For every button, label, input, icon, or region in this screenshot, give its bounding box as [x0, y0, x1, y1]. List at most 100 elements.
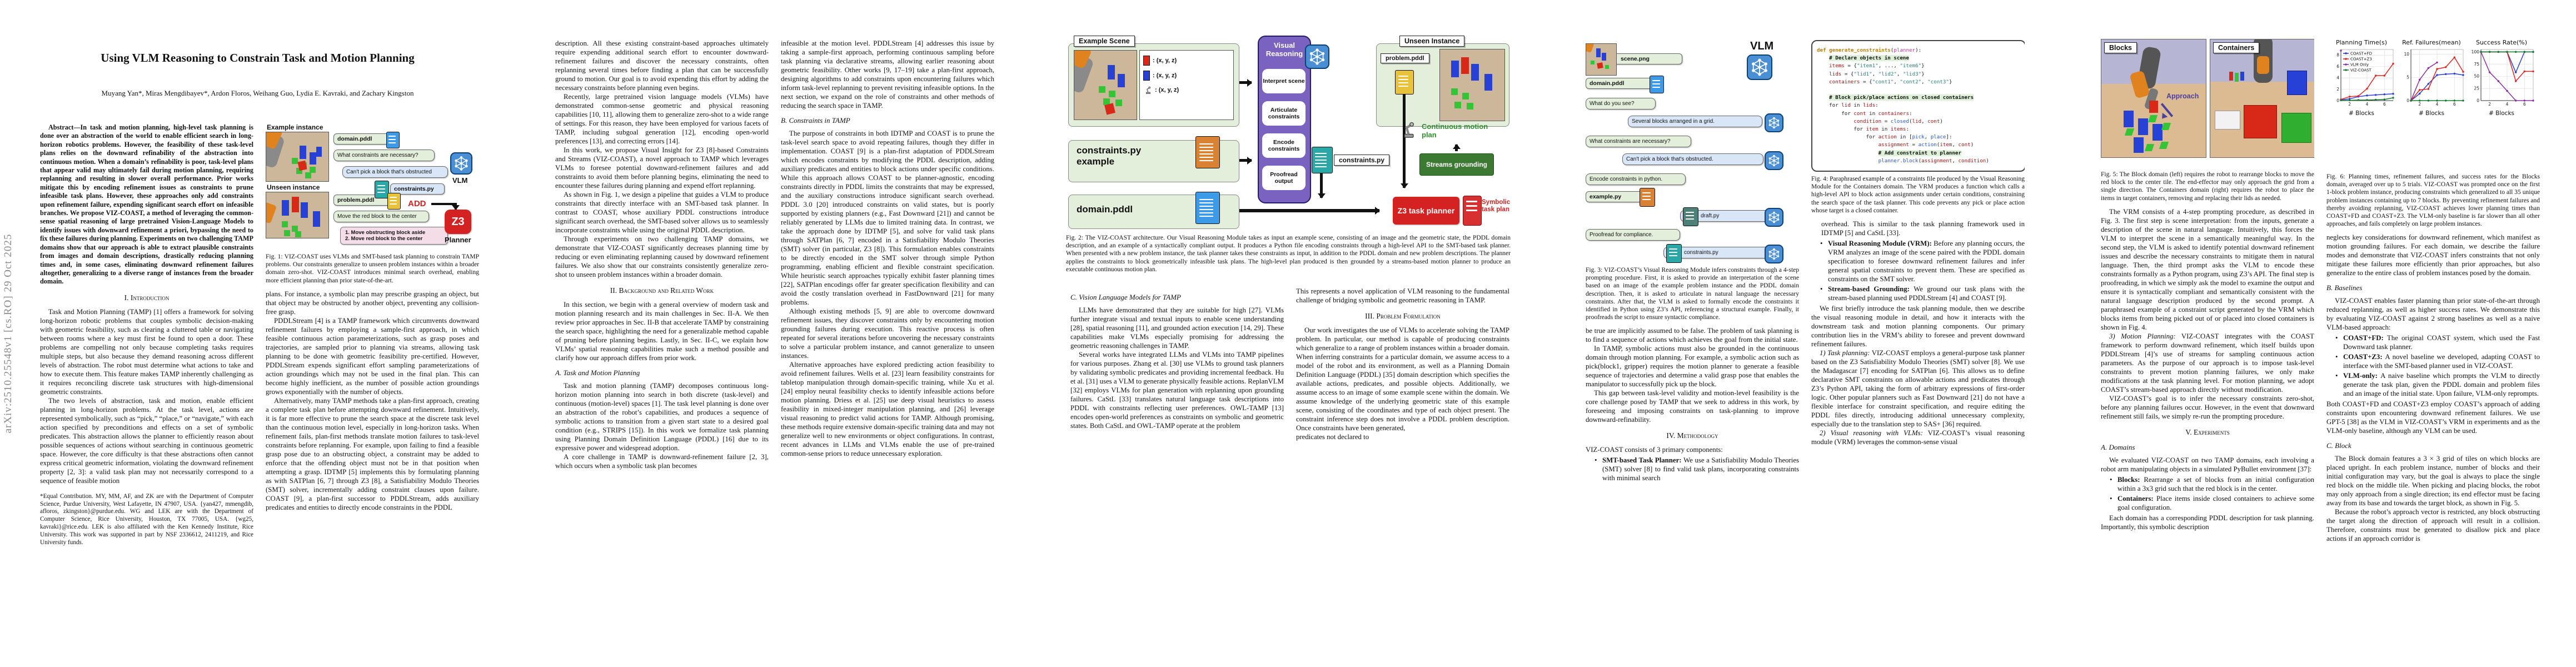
figure-3-prompting: VLM scene.png domain.pddl What do you se…	[1586, 39, 1799, 263]
svg-text:4: 4	[2506, 102, 2509, 107]
svg-text:6: 6	[2523, 102, 2526, 107]
bullet-item: COAST+Z3: A novel baseline we developed,…	[2335, 352, 2540, 370]
paragraph: LLMs have demonstrated that they are sui…	[1070, 306, 1284, 350]
prompt-bubble-1: What do you see?	[1586, 98, 1656, 109]
page-3: Example Scene : (x, y, z) : (x, y, z)	[1030, 0, 1546, 667]
code-line	[1817, 86, 2020, 94]
paragraph: description. All these existing constrai…	[555, 39, 769, 92]
bullet-item: Containers: Place items inside closed co…	[2110, 494, 2314, 512]
constraints-example-label2: example	[1077, 156, 1115, 167]
constraints-doc-icon	[375, 181, 389, 198]
paragraph: In this work, we propose Visual Insight …	[555, 146, 769, 190]
chart-xlabel: # Blocks	[2488, 110, 2514, 117]
paragraph: In TAMP, symbolic actions must also be g…	[1586, 345, 1799, 389]
page1-right-column: Example instance domain.pddl What constr…	[266, 123, 479, 640]
domain-doc-icon	[386, 132, 400, 148]
vlm-icon	[1765, 245, 1783, 263]
svg-text:50: 50	[2474, 74, 2479, 79]
problem-pddl-label: problem.pddl	[337, 197, 375, 203]
blocks-label: Blocks	[2104, 42, 2137, 53]
z3-task-planner-box: Z3 task planner	[1393, 197, 1459, 225]
domain-pddl-label: domain.pddl	[337, 136, 372, 142]
constraints-py-label: constraints.py	[1334, 155, 1390, 166]
figure-caption: Fig. 5: The Block domain (left) requires…	[2101, 171, 2314, 202]
vlm-icon	[450, 152, 472, 175]
robot-icon	[1398, 120, 1417, 139]
paper-authors: Muyang Yan*, Miras Mengdibayev*, Ardon F…	[101, 89, 414, 97]
code-line: lids = {"lid1", "lid2", "lid3"}	[1829, 71, 1925, 77]
domain-pddl-panel: domain.pddl	[1068, 192, 1239, 229]
step-encode-constraints: Encode constraints	[1262, 133, 1306, 158]
subsection-heading: A. Domains	[2101, 442, 2135, 451]
paragraph: Each domain has a corresponding PDDL des…	[2101, 514, 2314, 531]
bullet-continuation: overhead. This is similar to the task pl…	[1821, 220, 2025, 237]
symbolic-plan-box: 1. Move obstructing block aside 2. Move …	[340, 227, 448, 245]
svg-text:8: 8	[2336, 53, 2339, 58]
paragraph: Alternative approaches have explored pre…	[781, 361, 994, 457]
paragraph: This represents a novel application of V…	[1296, 287, 1509, 304]
page5-left-column: Blocks Approach Containers Fig. 5: The B…	[2101, 39, 2314, 634]
paragraph: VIZ-COAST consists of 3 primary componen…	[1586, 446, 1723, 454]
constraints-example-panel: constraints.py example	[1068, 136, 1239, 182]
svg-text:2: 2	[2488, 102, 2491, 107]
domain-doc-icon	[1195, 192, 1220, 224]
svg-text:75: 75	[2474, 62, 2479, 67]
vlm-icon	[1747, 54, 1772, 80]
visual-reasoning-label: Visual Reasoning	[1265, 41, 1303, 58]
arrow-icon	[1403, 93, 1406, 188]
vlm-label: VLM	[452, 176, 468, 185]
domain-doc-icon	[1650, 76, 1664, 93]
unseen-instance-label: Unseen instance	[267, 183, 320, 191]
bullet-list: COAST+FD: The original COAST system, whi…	[2326, 334, 2540, 398]
paragraph: be true are implicitly assumed to be fal…	[1586, 327, 1799, 344]
subsection-heading: B. Baselines	[2326, 283, 2363, 292]
svg-text:COAST+FD: COAST+FD	[2350, 52, 2372, 56]
paragraph: Through experiments on two challenging T…	[555, 235, 769, 278]
symbolic-plan-scroll-icon	[1463, 196, 1482, 226]
arrow-icon	[455, 203, 457, 210]
paragraph: PDDLStream [4] is a TAMP framework which…	[266, 316, 479, 396]
figure-caption: Fig. 3: VIZ-COAST’s Visual Reasoning Mod…	[1586, 267, 1799, 321]
paragraph: 1) Task planning: VIZ-COAST employs a ge…	[1811, 349, 2025, 429]
bullet-list: Blocks: Rearrange a set of blocks from a…	[2101, 475, 2314, 512]
paragraph: A core challenge in TAMP is downward-ref…	[555, 453, 769, 470]
code-line: containers = {"cont1", "cont2", "cont3"}	[1829, 78, 1952, 85]
code-line: condition = closed(lid, cont)	[1853, 118, 1943, 125]
code-line: planner.block(assignment, condition)	[1878, 157, 1989, 164]
coord-entry: : (x, y, z)	[1153, 72, 1177, 79]
step-interpret-scene: Interpret scene	[1262, 69, 1306, 93]
code-line: assignment = action(item, cont)	[1878, 142, 1974, 148]
subsection-heading: B. Constraints in TAMP	[781, 116, 850, 125]
bullet-item: COAST+FD: The original COAST system, whi…	[2335, 334, 2540, 351]
example-scene-image	[266, 132, 329, 182]
section-heading: III. Problem Formulation	[1365, 312, 1441, 320]
continuous-motion-plan-label: Continuous motion plan	[1422, 122, 1488, 139]
page-4: VLM scene.png domain.pddl What do you se…	[1546, 0, 2061, 667]
domain-pddl-chip: domain.pddl	[333, 132, 400, 148]
figure-2-caption: Fig. 2: The VIZ-COAST architecture. Our …	[1066, 235, 1511, 273]
constraints-py-chip: constraints.py	[390, 183, 445, 195]
paragraph: neglects key considerations for downward…	[2326, 233, 2540, 277]
problem-pddl-doc-icon	[1395, 70, 1414, 94]
scene-png-chip: scene.png	[1610, 53, 1682, 64]
page-1: arXiv:2510.25548v1 [cs.RO] 29 Oct 2025 U…	[0, 0, 515, 667]
svg-text:2: 2	[2336, 87, 2339, 92]
planner-label: Planner	[445, 236, 471, 244]
code-line: for lid in lids:	[1817, 102, 1879, 109]
page4-left-column: VLM scene.png domain.pddl What do you se…	[1586, 39, 1799, 634]
vlm-icon	[1765, 208, 1783, 227]
code-line: for item in items:	[1817, 126, 1910, 133]
draft-py-label: draft.py	[1701, 213, 1720, 219]
bullet-item: VLM-only: A naive baseline which prompts…	[2335, 371, 2540, 398]
containers-label: Containers	[2213, 42, 2260, 53]
paragraph: plans. For instance, a symbolic plan may…	[266, 290, 479, 316]
vlm-icon	[1305, 44, 1329, 69]
example-scene-image	[1074, 50, 1137, 120]
constraints-code: def generate_constraints(planner): # Dec…	[1817, 47, 2020, 165]
subsection-heading: C. Vision Language Models for TAMP	[1070, 293, 1181, 301]
page-5: Blocks Approach Containers Fig. 5: The B…	[2061, 0, 2576, 667]
chart-title: Planning Time(s)	[2335, 39, 2388, 46]
paragraph: As shown in Fig. 1, we design a pipeline…	[555, 191, 769, 234]
